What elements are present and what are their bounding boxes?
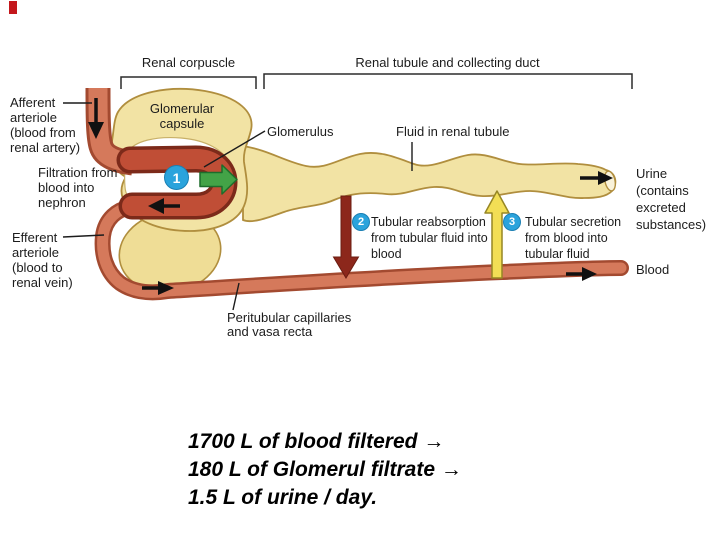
capillary-flow-arrow: [142, 281, 174, 295]
bracket-renal-tubule: [263, 73, 633, 89]
peritubular-leader-line: [232, 282, 240, 311]
filtration-label: Filtration from blood into nephron: [38, 165, 118, 210]
caption-line-3: 1.5 L of urine / day.: [188, 486, 378, 509]
efferent-arteriole-label: Efferent arteriole (blood to renal vein): [12, 230, 73, 290]
efferent-leader-line: [62, 234, 105, 238]
step-2-badge: 2: [352, 213, 370, 231]
tubular-secretion-label: Tubular secretion from blood into tubula…: [525, 215, 622, 261]
blood-flow-arrow: [566, 267, 597, 281]
caption-line-2: 180 L of Glomerul filtrate →: [188, 458, 462, 481]
urine-label: Urine (contains excreted substances): [636, 166, 707, 232]
renal-tubule-shape: [242, 144, 617, 223]
tubular-reabsorption-label: Tubular reabsorption from tubular fluid …: [371, 215, 488, 261]
fluid-in-renal-tubule-label: Fluid in renal tubule: [396, 124, 510, 139]
step-3-badge: 3: [503, 213, 521, 231]
glomerulus-flow-arrow: [148, 198, 180, 214]
efferent-capillary-vessel: [94, 198, 629, 301]
glomerular-capsule-label: Glomerular capsule: [149, 101, 215, 131]
bracket-renal-corpuscle: [120, 76, 257, 89]
slide-corner-marker: [9, 1, 17, 14]
renal-corpuscle-label: Renal corpuscle: [141, 55, 236, 70]
peritubular-capillaries-label: Peritubular capillaries and vasa recta: [227, 310, 352, 339]
glomerulus-label: Glomerulus: [267, 124, 334, 139]
slide-caption: 1700 L of blood filtered → 180 L of Glom…: [188, 428, 462, 512]
reabsorption-arrow: [332, 195, 360, 279]
caption-line-1: 1700 L of blood filtered →: [188, 430, 445, 453]
afferent-flow-arrow: [88, 98, 104, 139]
blood-label: Blood: [636, 262, 670, 277]
renal-tubule-label: Renal tubule and collecting duct: [355, 55, 540, 70]
afferent-arteriole-label: Afferent arteriole (blood from renal art…: [10, 95, 81, 155]
glomerulus-leader-line: [203, 130, 266, 168]
urine-flow-arrow: [580, 171, 613, 185]
step-1-badge: 1: [164, 165, 189, 190]
filtration-arrow: [199, 164, 238, 195]
